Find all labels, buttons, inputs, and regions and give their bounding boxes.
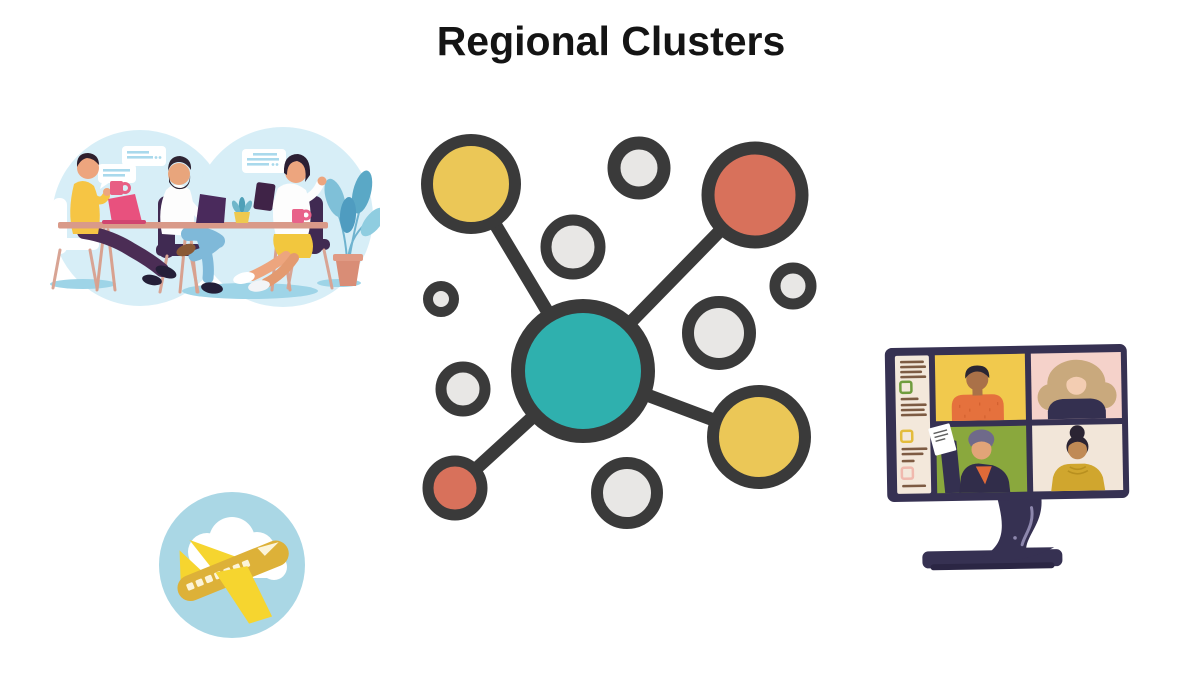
network-node-gray-top bbox=[607, 136, 671, 200]
network-node-yellow-top-left bbox=[421, 134, 521, 234]
sidebar-notes bbox=[894, 355, 932, 494]
cluster-network-svg bbox=[421, 134, 817, 529]
monitor-stand bbox=[922, 497, 1063, 571]
mug-icon-2 bbox=[292, 209, 312, 223]
plant-icon bbox=[324, 170, 380, 286]
laptop-icon-2 bbox=[196, 194, 226, 223]
network-node-gray-mid-right bbox=[682, 296, 756, 370]
network-node-gray-small-right bbox=[769, 262, 817, 310]
chair-left bbox=[51, 198, 99, 290]
airplane-icon bbox=[177, 539, 289, 624]
green-checkbox-icon bbox=[899, 380, 913, 395]
network-node-gray-bottom-mid bbox=[591, 457, 663, 529]
network-node-gray-tiny-left bbox=[423, 281, 459, 317]
network-node-yellow-bottom-right bbox=[707, 385, 811, 489]
tablet-icon bbox=[253, 182, 276, 211]
network-node-hub bbox=[511, 299, 655, 443]
network-node-gray-upper-mid bbox=[540, 214, 606, 280]
speech-bubble-icon bbox=[98, 146, 286, 189]
network-node-red-top-right bbox=[701, 141, 809, 249]
video-cell-participant-1 bbox=[934, 353, 1026, 422]
network-node-gray-left-lower bbox=[435, 361, 491, 417]
network-node-red-bottom-left bbox=[422, 455, 488, 521]
person-left bbox=[70, 153, 177, 286]
yellow-checkbox-icon bbox=[899, 429, 914, 444]
video-cell-participant-3 bbox=[928, 423, 1028, 494]
video-call-monitor bbox=[884, 344, 1130, 571]
succulent-icon bbox=[231, 197, 253, 223]
page-title: Regional Clusters bbox=[436, 18, 786, 64]
pink-checkbox-icon bbox=[900, 466, 915, 481]
coworking-illustration bbox=[50, 127, 380, 307]
table-top bbox=[58, 222, 328, 229]
mug-icon bbox=[110, 181, 123, 195]
airplane-travel-badge bbox=[159, 492, 305, 638]
video-cell-participant-4 bbox=[1032, 423, 1124, 492]
video-cell-participant-2 bbox=[1030, 352, 1122, 420]
laptop-icon bbox=[102, 194, 146, 224]
